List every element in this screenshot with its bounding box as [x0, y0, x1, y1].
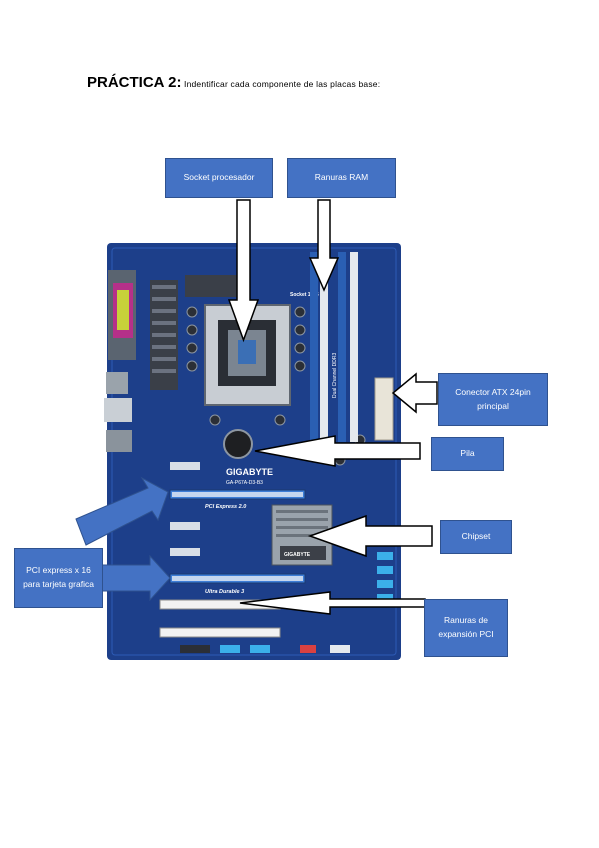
arrow-ram [308, 199, 340, 292]
pcie-pointer-arrows [75, 476, 171, 602]
arrow-pcie-lower [101, 554, 171, 602]
label-pila: Pila [431, 437, 504, 471]
arrow-chipset [307, 514, 433, 558]
page-heading: PRÁCTICA 2: Indentificar cada componente… [87, 74, 380, 92]
atx-24pin-connector [374, 377, 394, 441]
annotation-arrows [227, 199, 438, 615]
arrow-pila [254, 435, 421, 467]
board-brand-text: GIGABYTE [226, 467, 273, 477]
capacitors [186, 306, 366, 466]
chipset-brand-text: GIGABYTE [284, 552, 311, 558]
arrow-socket [227, 199, 260, 343]
vrm-heatsink [150, 275, 245, 390]
cmos-battery [223, 429, 253, 459]
board-pcie-text: PCI Express 2.0 [205, 504, 246, 510]
rear-io-panel [104, 270, 136, 452]
label-conector-atx: Conector ATX 24pin principal [438, 373, 548, 426]
label-chipset: Chipset [440, 520, 512, 554]
arrow-pci [239, 591, 426, 615]
label-ranuras-pci: Ranuras de expansión PCI [424, 599, 508, 657]
cpu-socket [204, 304, 291, 406]
board-ultra-durable-text: Ultra Durable 3 [205, 589, 244, 595]
arrow-pcie-upper [75, 476, 169, 546]
label-pci-express: PCI express x 16 para tarjeta grafica [14, 548, 103, 608]
board-model-text: GA-P67A-D3-B3 [226, 480, 263, 486]
heading-bold: PRÁCTICA 2: [87, 74, 182, 91]
arrow-atx [391, 372, 438, 414]
sata-ports [377, 552, 393, 602]
label-ranuras-ram: Ranuras RAM [287, 158, 396, 198]
board-dual-channel-text: Dual Channel DDR3 [332, 352, 338, 398]
ram-slots [310, 252, 358, 442]
heading-rest: Indentificar cada componente de las plac… [181, 79, 381, 89]
bottom-headers [180, 645, 350, 653]
label-socket-procesador: Socket procesador [165, 158, 273, 198]
board-socket-text: Socket 1155 [290, 292, 319, 298]
